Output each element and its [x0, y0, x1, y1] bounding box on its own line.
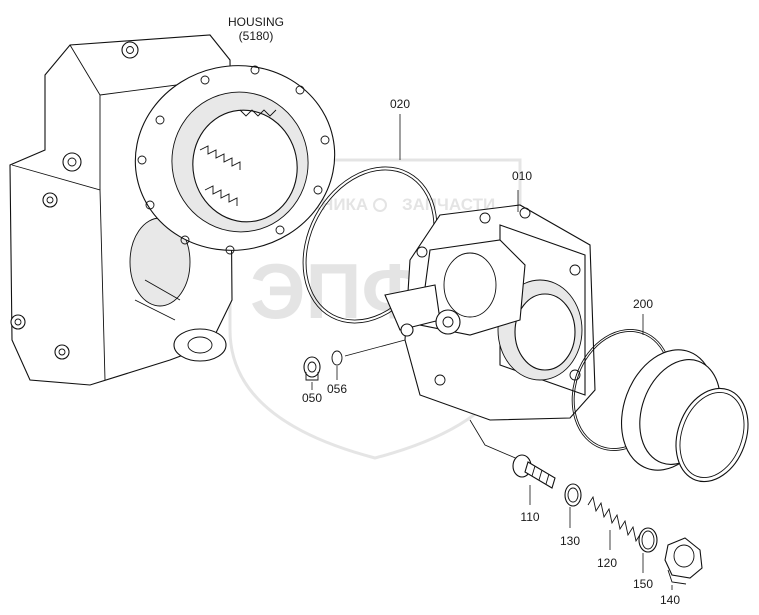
- plug-050: [303, 356, 321, 381]
- callout-140: 140: [660, 593, 680, 607]
- gear-icon: [373, 198, 387, 212]
- spring-120: [587, 495, 645, 548]
- housing-sublabel: (5180): [239, 29, 274, 43]
- housing-5180: [9, 34, 336, 386]
- cover-010: [384, 204, 596, 421]
- seal-rings-200: [571, 329, 749, 483]
- callout-050: 050: [302, 391, 322, 405]
- plug-140: [664, 537, 703, 585]
- callout-130: 130: [560, 534, 580, 548]
- callout-020: 020: [390, 97, 410, 111]
- watermark-right-text: ЗАПЧАСТИ: [402, 195, 495, 214]
- housing-label: HOUSING: [228, 15, 284, 29]
- ring-150: [638, 527, 658, 553]
- callout-200: 200: [633, 297, 653, 311]
- callout-120: 120: [597, 556, 617, 570]
- valve-110: [469, 419, 556, 489]
- ring-130: [564, 483, 582, 507]
- assembly-line-056: [344, 339, 406, 357]
- callout-010: 010: [512, 169, 532, 183]
- callout-150: 150: [633, 577, 653, 591]
- callout-110: 110: [520, 510, 539, 524]
- callout-056: 056: [327, 382, 347, 396]
- o-ring-056: [331, 350, 343, 366]
